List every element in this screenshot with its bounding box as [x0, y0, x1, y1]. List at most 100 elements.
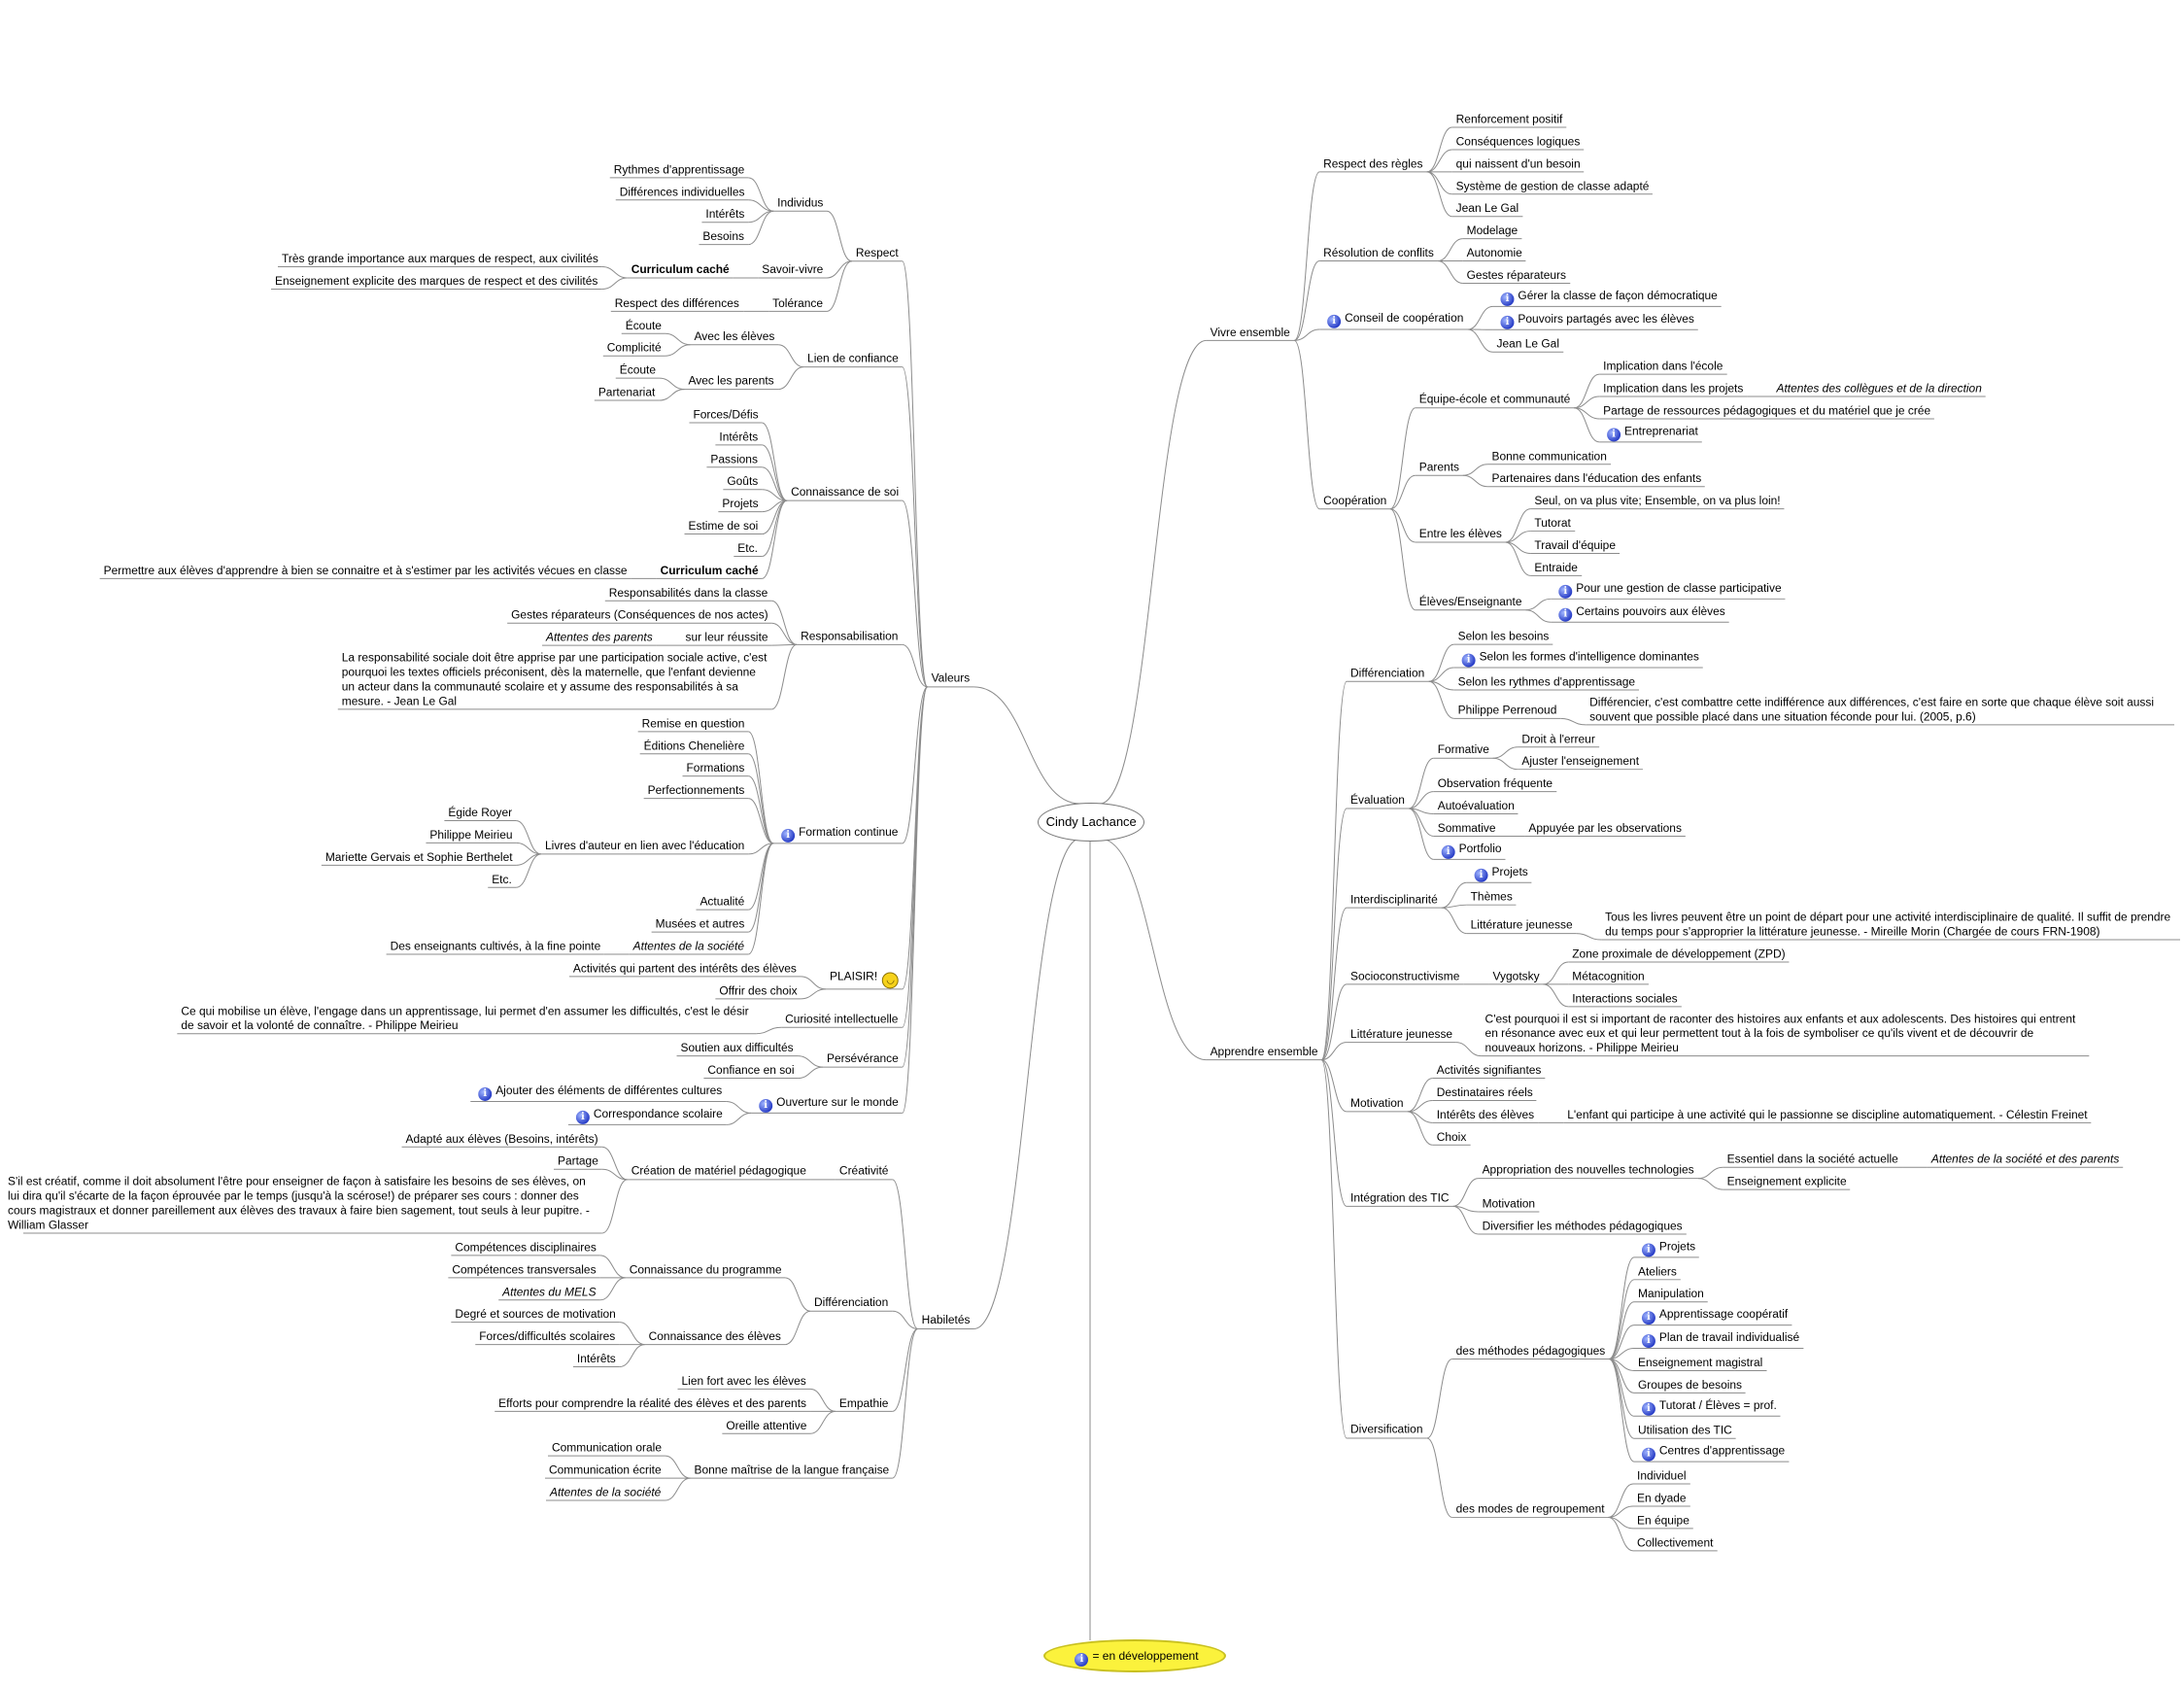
topic-sur-leur-reussite[interactable]: sur leur réussite [682, 630, 772, 644]
topic-mariette-gervais-et-sophie-berthelet[interactable]: Mariette Gervais et Sophie Berthelet [322, 849, 517, 864]
topic-etc[interactable]: Etc. [734, 541, 762, 556]
topic-individuel[interactable]: Individuel [1633, 1468, 1689, 1483]
topic-zone-proximale-de-developpement-zpd[interactable]: Zone proximale de développement (ZPD) [1568, 946, 1789, 961]
topic-attentes-de-la-societe[interactable]: Attentes de la société [546, 1485, 665, 1499]
topic-remise-en-question[interactable]: Remise en question [638, 716, 749, 731]
topic-evaluation[interactable]: Évaluation [1347, 793, 1409, 808]
topic-tutorat[interactable]: Tutorat [1530, 516, 1574, 531]
topic-essentiel-dans-la-societe-actuelle[interactable]: Essentiel dans la société actuelle [1723, 1152, 1902, 1166]
topic-actualite[interactable]: Actualité [696, 894, 748, 909]
topic-parents[interactable]: Parents [1416, 460, 1463, 474]
topic-s-il-est-creatif-comme-il-doit-absolumen[interactable]: S'il est créatif, comme il doit absolume… [4, 1174, 602, 1232]
topic-apprendre-ensemble[interactable]: Apprendre ensemble [1207, 1045, 1322, 1059]
topic-creation-de-materiel-pedagogique[interactable]: Création de matériel pédagogique [628, 1164, 810, 1179]
topic-activites-qui-partent-des-interets-des-e[interactable]: Activités qui partent des intérêts des é… [569, 961, 801, 976]
topic-socioconstructivisme[interactable]: Socioconstructivisme [1347, 969, 1463, 983]
topic-modelage[interactable]: Modelage [1463, 224, 1522, 238]
topic-tous-les-livres-peuvent-etre-un-point-de[interactable]: Tous les livres peuvent être un point de… [1601, 910, 2180, 939]
topic-renforcement-positif[interactable]: Renforcement positif [1452, 112, 1567, 126]
topic-competences-disciplinaires[interactable]: Compétences disciplinaires [451, 1240, 600, 1255]
topic-savoir-vivre[interactable]: Savoir-vivre [758, 262, 827, 277]
topic-empathie[interactable]: Empathie [836, 1395, 892, 1410]
topic-connaissance-du-programme[interactable]: Connaissance du programme [626, 1262, 786, 1277]
topic-besoins[interactable]: Besoins [699, 229, 748, 244]
topic-plaisir[interactable]: PLAISIR!◡ [826, 969, 903, 988]
topic-observation-frequente[interactable]: Observation fréquente [1434, 776, 1556, 791]
topic-partenariat[interactable]: Partenariat [595, 385, 659, 399]
topic-implication-dans-l-ecole[interactable]: Implication dans l'école [1599, 359, 1726, 373]
topic-oreille-attentive[interactable]: Oreille attentive [722, 1418, 810, 1432]
topic-musees-et-autres[interactable]: Musées et autres [652, 916, 749, 931]
topic-soutien-aux-difficultes[interactable]: Soutien aux difficultés [677, 1041, 798, 1055]
topic-consequences-logiques[interactable]: Conséquences logiques [1452, 134, 1585, 149]
topic-utilisation-des-tic[interactable]: Utilisation des TIC [1634, 1423, 1736, 1437]
topic-autonomie[interactable]: Autonomie [1463, 246, 1526, 260]
topic-entraide[interactable]: Entraide [1530, 560, 1582, 574]
topic-editions-cheneliere[interactable]: Éditions Chenelière [640, 739, 749, 753]
topic-complicite[interactable]: Complicité [603, 340, 665, 355]
topic-partage[interactable]: Partage [554, 1153, 602, 1168]
topic-enseignement-explicite-des-marques-de-re[interactable]: Enseignement explicite des marques de re… [271, 274, 601, 289]
topic-appropriation-des-nouvelles-technologies[interactable]: Appropriation des nouvelles technologies [1479, 1163, 1698, 1178]
topic-destinataires-reels[interactable]: Destinataires réels [1433, 1085, 1537, 1100]
topic-entre-les-eleves[interactable]: Entre les élèves [1416, 527, 1506, 541]
topic-interets-des-eleves[interactable]: Intérêts des élèves [1433, 1107, 1538, 1121]
topic-selon-les-besoins[interactable]: Selon les besoins [1454, 629, 1553, 643]
topic-enseignement-explicite[interactable]: Enseignement explicite [1723, 1174, 1851, 1188]
topic-etc[interactable]: Etc. [488, 872, 516, 886]
topic-connaissance-de-soi[interactable]: Connaissance de soi [787, 485, 903, 499]
topic-diversification[interactable]: Diversification [1347, 1423, 1426, 1437]
topic-ecoute[interactable]: Écoute [622, 318, 665, 332]
topic-projets[interactable]: Projets [718, 497, 762, 511]
topic-respect-des-regles[interactable]: Respect des règles [1319, 156, 1426, 171]
topic-interets[interactable]: Intérêts [573, 1352, 620, 1366]
topic-jean-le-gal[interactable]: Jean Le Gal [1493, 336, 1563, 351]
topic-appuyee-par-les-observations[interactable]: Appuyée par les observations [1524, 820, 1686, 835]
topic-qui-naissent-d-un-besoin[interactable]: qui naissent d'un besoin [1452, 156, 1585, 171]
topic-estime-de-soi[interactable]: Estime de soi [684, 519, 762, 533]
topic-motivation[interactable]: Motivation [1347, 1096, 1407, 1111]
topic-motivation[interactable]: Motivation [1479, 1196, 1539, 1211]
topic-creativite[interactable]: Créativité [836, 1164, 892, 1179]
topic-litterature-jeunesse[interactable]: Littérature jeunesse [1467, 918, 1577, 933]
topic-philippe-meirieu[interactable]: Philippe Meirieu [426, 827, 516, 842]
topic-valeurs[interactable]: Valeurs [928, 671, 974, 686]
topic-seul-on-va-plus-vite-ensemble-on-va-plus[interactable]: Seul, on va plus vite; Ensemble, on va p… [1530, 494, 1784, 508]
topic-confiance-en-soi[interactable]: Confiance en soi [703, 1063, 798, 1078]
topic-attentes-de-la-societe[interactable]: Attentes de la société [630, 939, 748, 953]
topic-habiletes[interactable]: Habiletés [918, 1314, 974, 1328]
topic-curriculum-cache[interactable]: Curriculum caché [628, 262, 734, 277]
topic-l-enfant-qui-participe-a-une-activite-qu[interactable]: L'enfant qui participe à une activité qu… [1563, 1107, 2091, 1121]
topic-livres-d-auteur-en-lien-avec-l-education[interactable]: Livres d'auteur en lien avec l'éducation [541, 839, 748, 853]
topic-groupes-de-besoins[interactable]: Groupes de besoins [1634, 1377, 1746, 1392]
topic-lien-de-confiance[interactable]: Lien de confiance [803, 352, 903, 366]
topic-interdisciplinarite[interactable]: Interdisciplinarité [1347, 892, 1442, 907]
topic-partage-de-ressources-pedagogiques-et-du[interactable]: Partage de ressources pédagogiques et du… [1599, 403, 1934, 418]
topic-diversifier-les-methodes-pedagogiques[interactable]: Diversifier les méthodes pédagogiques [1479, 1219, 1687, 1233]
topic-des-enseignants-cultives-a-la-fine-point[interactable]: Des enseignants cultivés, à la fine poin… [387, 939, 605, 953]
topic-forces-defis[interactable]: Forces/Défis [689, 407, 762, 422]
topic-bonne-maitrise-de-la-langue-francaise[interactable]: Bonne maîtrise de la langue française [690, 1462, 893, 1477]
topic-differenciation[interactable]: Différenciation [810, 1295, 892, 1310]
topic-themes[interactable]: Thèmes [1467, 889, 1517, 904]
topic-differenciation[interactable]: Différenciation [1347, 666, 1428, 680]
topic-systeme-de-gestion-de-classe-adapte[interactable]: Système de gestion de classe adapté [1452, 179, 1654, 193]
topic-ateliers[interactable]: Ateliers [1634, 1264, 1681, 1279]
topic-lien-fort-avec-les-eleves[interactable]: Lien fort avec les élèves [678, 1373, 810, 1388]
topic-avec-les-parents[interactable]: Avec les parents [684, 374, 777, 389]
topic-egide-royer[interactable]: Égide Royer [444, 806, 516, 820]
topic-rythmes-d-apprentissage[interactable]: Rythmes d'apprentissage [610, 162, 749, 177]
